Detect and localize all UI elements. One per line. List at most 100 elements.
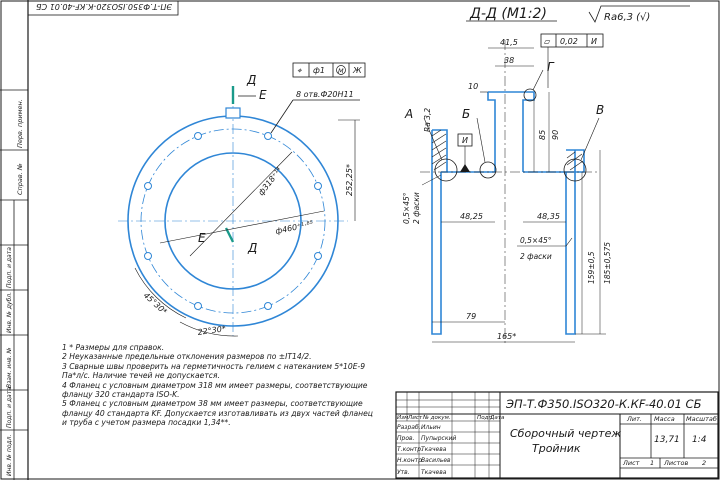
marker-b: Б [462,107,470,121]
dim-angle-2: 22°30* [197,324,226,337]
flatness-datum: И [591,37,597,46]
bolt-hole [194,302,202,310]
dim-48-35: 48,35 [537,212,560,221]
head-doc: № докум. [422,415,451,421]
tolerance-modifier: М [338,67,344,75]
section-title: Д-Д (М1:2) [469,6,547,22]
sheet-number: 1 [650,459,654,467]
scale-label: Масштаб [686,415,717,423]
side-label-vzam: Взам. инв. № [6,347,13,388]
datum-i: И [462,136,468,145]
side-label-inv-dubl: Инв. № дубл. [6,292,13,333]
note-2: 2 Неуказанные предельные отклонения разм… [62,352,312,362]
flatness-frame [540,33,604,48]
name-utv: Ткачева [421,469,447,476]
side-label-perv: Перв. примен. [16,99,24,148]
title-block [395,391,719,479]
dim-inner-diameter: ф318⁺¹⁴ [256,165,284,197]
flatness-value: 0,02 [560,37,578,46]
side-label-sprav: Справ. № [16,163,24,195]
name-nkontr: Васильев [421,457,451,464]
dim-159: 159±0,5 [587,251,596,284]
drawing-type: Сборочный чертеж [510,427,621,440]
sheets-count: 2 [702,459,706,467]
marker-g: Г [547,60,555,74]
side-label-podp1: Подп. и дата [6,247,13,288]
sheet-label: Лист [622,459,640,467]
role-utv: Утв. [397,469,410,476]
dim-165: 165* [497,332,516,341]
stamp-top: ЭП-Т.Ф350.ISO320-К.КF-40.01 СБ [36,2,173,11]
section-letter-bottom: Д [247,241,257,255]
dim-radius: 252,25* [345,164,354,196]
dim-48-25: 48,25 [460,212,483,221]
scale-value: 1:4 [692,435,707,445]
dim-outer-diameter: ф460⁺¹·⁸⁵ [275,219,315,236]
mass-value: 13,71 [654,435,680,445]
bolt-hole [314,182,322,190]
chamfer-left-note: 2 фаски [412,192,421,224]
dim-90: 90 [551,130,560,140]
bolt-hole [144,182,152,190]
chamfer-left: 0,5×45° [402,192,411,224]
tolerance-value: ф1 [313,66,325,75]
head-podp: Подп. [477,415,494,421]
dim-angle-1: 45°30* [142,291,169,317]
dim-79: 79 [466,312,476,321]
bolt-hole [264,132,272,140]
dim-185: 185±0,575 [603,242,612,284]
chamfer-bottom: 0,5×45° [520,236,552,245]
roughness-symbol: Ra6,3 (√) [604,12,650,23]
bolt-hole [194,132,202,140]
role-prov: Пров. [397,435,415,442]
section-view: Д-Д (М1:2) Ra6,3 (√) [402,5,690,345]
head-data: Дата [489,415,505,421]
title-code: ЭП-Т.Ф350.ISO320-К.КF-40.01 СБ [505,397,702,411]
hole-callout: 8 отв.Ф20Н11 [296,90,354,99]
note-4: 4 Фланец с условным диаметром 318 мм име… [62,380,368,400]
name-tkontr: Ткачева [421,446,447,453]
sheets-label: Листов [663,459,688,467]
marker-v: В [596,103,604,117]
bolt-hole [264,302,272,310]
dim-ra32: Ra 3,2 [423,108,432,132]
lit-label: Лит. [626,415,642,423]
dim-85: 85 [538,130,547,140]
plan-view: Д Е Д Е ⌖ ф1 М Ж 8 отв.Ф20Н11 ф318⁺¹⁴ ф4… [118,62,366,337]
note-1: 1 * Размеры для справок. [62,343,165,352]
technical-notes: 1 * Размеры для справок. 2 Неуказанные п… [62,343,380,428]
role-nkontr: Н.контр. [397,457,424,464]
dim-38: 38 [504,56,514,65]
view-letter-bottom: Е [198,231,206,245]
note-5: 5 Фланец с условным диаметром 38 мм имее… [62,399,373,428]
note-3: 3 Сварные швы проверить на герметичность… [62,361,366,381]
flatness-symbol: ▱ [544,37,551,46]
role-razrab: Разраб. [397,424,421,431]
bolt-hole [314,252,322,260]
marker-a: А [404,107,413,121]
dim-41-5: 41,5 [500,38,518,47]
section-letter-top: Д [246,73,256,87]
left-wall [431,130,442,335]
svg-text:⌖: ⌖ [297,66,303,75]
tolerance-datum: Ж [352,66,362,75]
position-tolerance-frame [292,62,366,78]
name-razrab: Ильин [421,424,441,431]
bolt-hole [144,252,152,260]
head-list: Лист [407,415,423,421]
name-prov: Пупырский [421,435,456,442]
view-letter-top: Е [259,88,267,102]
nozzle-stub [225,107,241,119]
right-wall [565,150,576,335]
chamfer-bottom-note: 2 фаски [520,252,552,261]
dim-10: 10 [468,82,478,91]
part-name: Тройник [532,442,581,455]
role-tkontr: Т.контр. [397,446,423,453]
mass-label: Масса [654,415,675,423]
head-izm: Изм [397,415,409,421]
side-label-podp2: Подп. и дата [6,387,13,428]
side-label-inv-podl: Инв. № подл. [6,435,13,476]
